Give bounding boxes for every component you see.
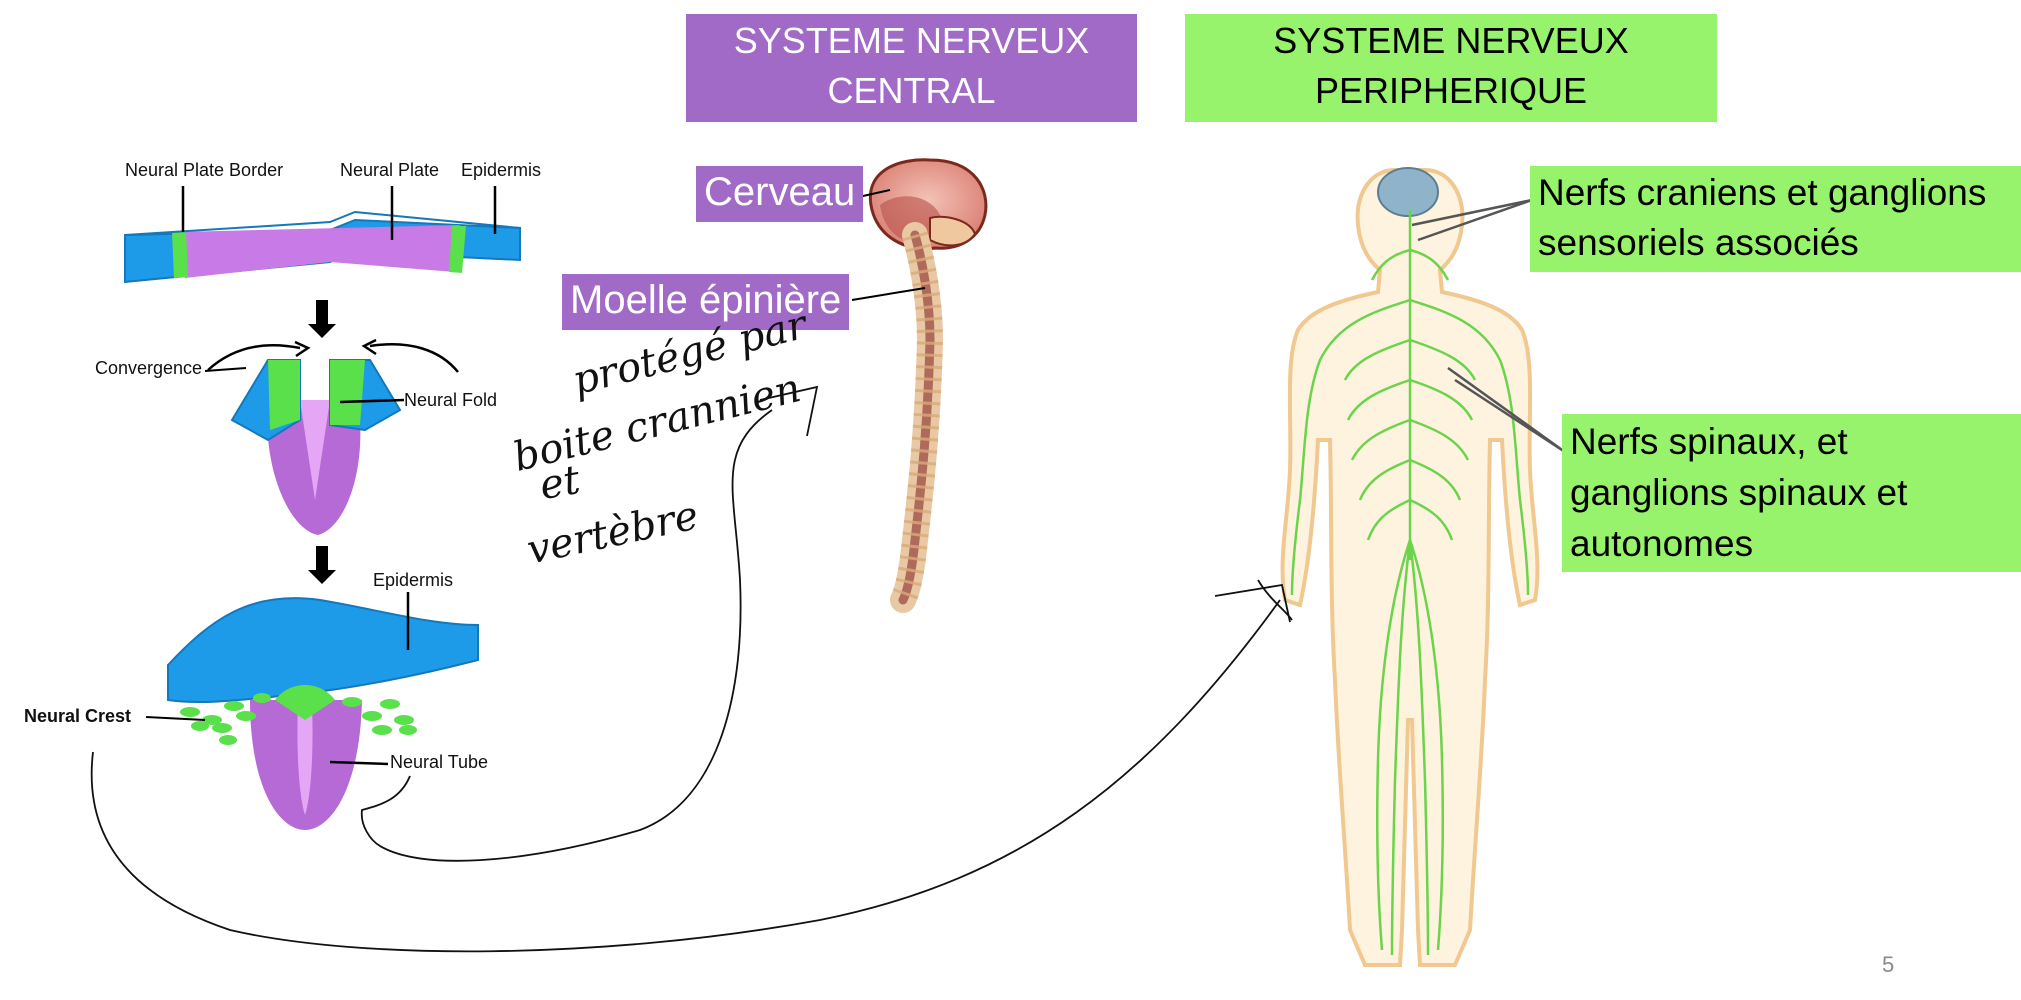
label-epidermis-bottom: Epidermis: [373, 570, 454, 590]
handwritten-note: protégé par boite crannien et vertèbre: [490, 302, 820, 580]
peripheral-nervous-system-body-illustration: [1280, 167, 1566, 967]
handwritten-arrows: [90, 385, 1293, 953]
label-neural-crest: Neural Crest: [24, 706, 132, 726]
header-peripheral-line1: SYSTEME NERVEUX: [1273, 20, 1629, 61]
spinal-nerves-line3: autonomes: [1570, 523, 1754, 564]
arrow-down-icon: [308, 300, 336, 338]
spinal-nerves-line1: Nerfs spinaux, et: [1570, 421, 1848, 462]
arrow-down-icon: [308, 546, 336, 584]
neural-tube-stage: [145, 592, 479, 830]
header-central-nervous-system: SYSTEME NERVEUX CENTRAL: [686, 14, 1137, 122]
spinal-nerves-line2: ganglions spinaux et: [1570, 472, 1908, 513]
cranial-nerves-line2: sensoriels associés: [1538, 222, 1859, 263]
header-central-line1: SYSTEME NERVEUX: [733, 20, 1090, 61]
label-neural-plate-border: Neural Plate Border: [125, 160, 284, 180]
cranial-nerves-line1: Nerfs craniens et ganglions: [1538, 172, 1987, 213]
label-convergence: Convergence: [95, 358, 203, 378]
brain-spinal-cord-illustration: [851, 158, 988, 613]
header-peripheral-line2: PERIPHERIQUE: [1314, 70, 1588, 111]
label-moelle-epiniere: Moelle épinière: [562, 274, 850, 330]
neural-plate-stage: [124, 186, 521, 284]
header-central-line2: CENTRAL: [827, 70, 996, 111]
handwritten-line-et: et: [536, 456, 584, 510]
label-neural-tube: Neural Tube: [390, 752, 489, 772]
neural-fold-stage: [204, 338, 459, 535]
label-neural-fold: Neural Fold: [404, 390, 498, 410]
label-neural-plate: Neural Plate: [340, 160, 440, 180]
header-peripheral-nervous-system: SYSTEME NERVEUX PERIPHERIQUE: [1185, 14, 1717, 122]
label-spinal-nerves: Nerfs spinaux, et ganglions spinaux et a…: [1562, 414, 2021, 572]
page-number: 5: [1882, 952, 1895, 977]
label-epidermis-top: Epidermis: [461, 160, 542, 180]
label-cerveau: Cerveau: [696, 166, 864, 222]
label-cranial-nerves: Nerfs craniens et ganglions sensoriels a…: [1530, 166, 2021, 272]
